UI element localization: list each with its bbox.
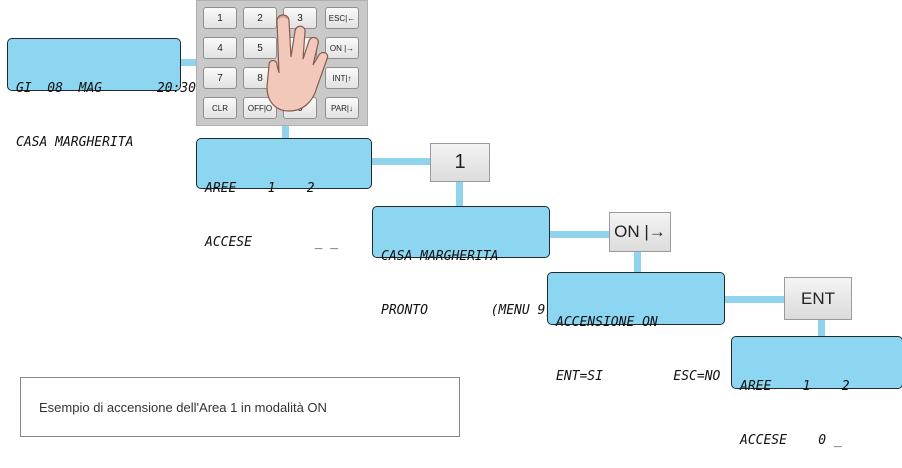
caption-box: Esempio di accensione dell'Area 1 in mod… [20, 377, 460, 437]
lcd-display-confirm: ACCENSIONE ON ENT=SI ESC=NO [547, 272, 725, 384]
keypad: 1 2 3 ESC|← 4 5 6 ON |→ 7 8 9 INT|↑ CLR … [196, 0, 368, 126]
connector [818, 318, 825, 338]
lcd-line: ENT=SI ESC=NO [556, 369, 721, 384]
hand-pointer-icon [266, 14, 329, 112]
connector [456, 180, 463, 208]
keypad-key[interactable]: 2 [243, 7, 277, 29]
lcd-line: CASA MARGHERITA [16, 135, 134, 150]
connector [548, 231, 612, 238]
lcd-display-home: GI 08 MAG 20:30 CASA MARGHERITA [7, 38, 196, 150]
lcd-display-areas: AREE 1 2 ACCESE _ _ [196, 138, 372, 250]
keypad-key[interactable]: INT|↑ [325, 67, 359, 89]
lcd-line: ACCESE _ _ [205, 235, 339, 250]
connector [724, 296, 786, 303]
keypad-key[interactable]: 5 [243, 37, 277, 59]
connector [370, 158, 432, 165]
connector [180, 59, 210, 66]
lcd-display-menu: CASA MARGHERITA PRONTO (MENU 9) [372, 206, 553, 318]
key-on-button[interactable]: ON |→ [609, 212, 671, 252]
connector [282, 118, 289, 140]
keypad-key[interactable]: CLR [203, 97, 237, 119]
key-1-button[interactable]: 1 [430, 143, 490, 182]
connector [634, 252, 641, 276]
lcd-line: GI 08 MAG 20:30 [16, 81, 197, 96]
lcd-line: PRONTO (MENU 9) [381, 303, 554, 318]
keypad-key[interactable]: ON |→ [325, 37, 359, 59]
keypad-key[interactable]: PAR|↓ [325, 97, 359, 119]
keypad-key[interactable]: ESC|← [325, 7, 359, 29]
lcd-display-result: AREE 1 2 ACCESE 0 _ [731, 336, 902, 448]
lcd-line: CASA MARGHERITA [381, 249, 499, 264]
keypad-key[interactable]: 7 [203, 67, 237, 89]
key-ent-button[interactable]: ENT [784, 277, 852, 320]
keypad-key[interactable]: 4 [203, 37, 237, 59]
lcd-line: ACCESE 0 _ [740, 433, 842, 448]
lcd-line: AREE 1 2 [740, 379, 850, 394]
lcd-line: ACCENSIONE ON [556, 315, 658, 330]
keypad-key[interactable]: 1 [203, 7, 237, 29]
lcd-line: AREE 1 2 [205, 181, 315, 196]
caption-text: Esempio di accensione dell'Area 1 in mod… [39, 400, 327, 415]
